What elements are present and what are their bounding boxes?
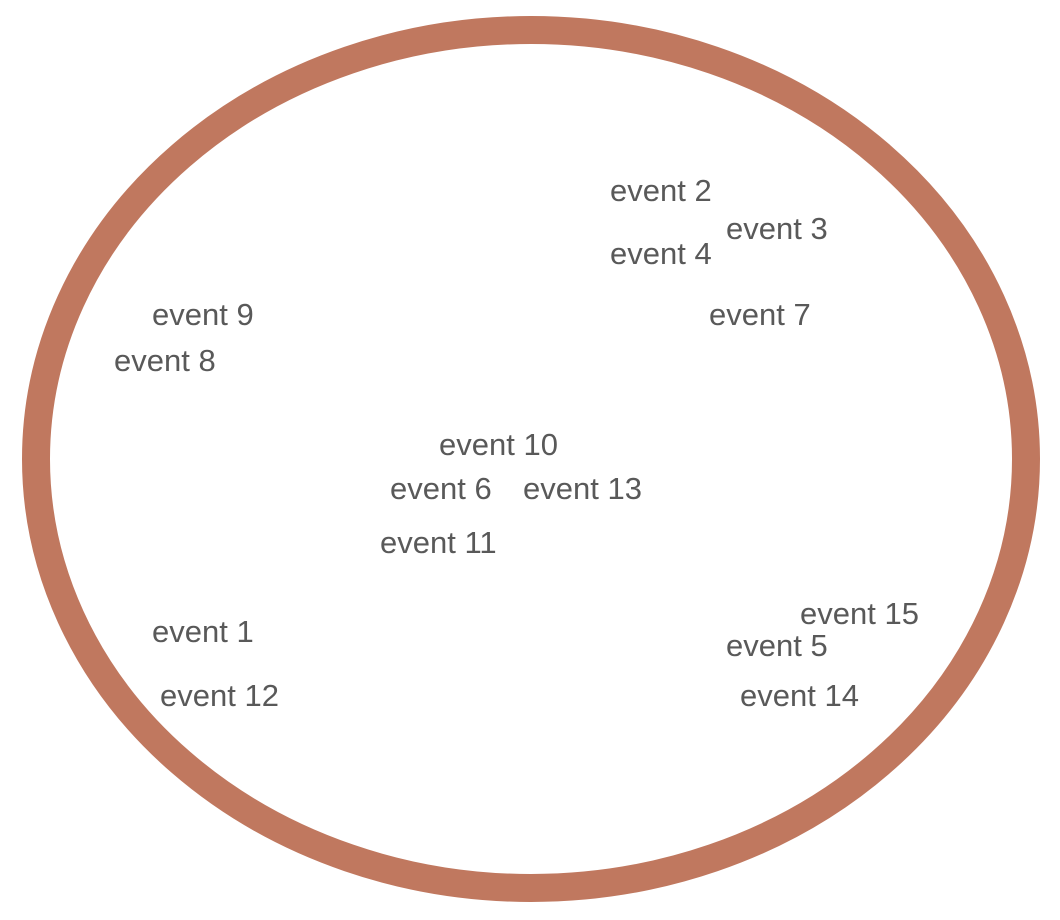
event-label-6: event 6	[390, 471, 492, 506]
event-label-3: event 3	[726, 211, 828, 246]
event-label-11: event 11	[380, 525, 497, 560]
event-label-7: event 7	[709, 297, 811, 332]
event-label-5: event 5	[726, 628, 828, 663]
boundary-ellipse	[22, 16, 1040, 902]
event-label-9: event 9	[152, 297, 254, 332]
event-label-4: event 4	[610, 236, 712, 271]
event-label-1: event 1	[152, 614, 254, 649]
event-label-15: event 15	[800, 596, 919, 631]
event-label-2: event 2	[610, 173, 712, 208]
event-label-12: event 12	[160, 678, 279, 713]
event-label-8: event 8	[114, 343, 216, 378]
event-label-14: event 14	[740, 678, 859, 713]
event-label-10: event 10	[439, 427, 558, 462]
event-label-13: event 13	[523, 471, 642, 506]
